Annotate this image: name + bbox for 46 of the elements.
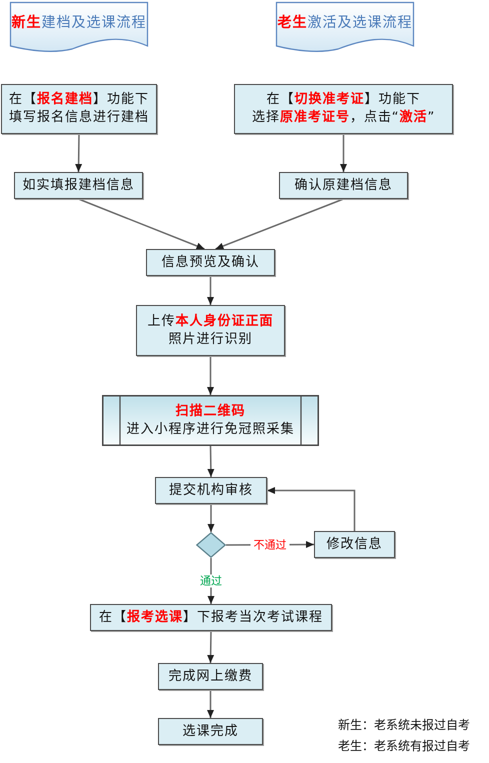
note-text: 老生：老系统有报过自考 bbox=[338, 739, 470, 754]
process-box bbox=[90, 604, 332, 631]
document-shape bbox=[10, 2, 148, 52]
step-text: 信息预览及确认 bbox=[162, 254, 260, 272]
step-text: 完成网上缴费 bbox=[168, 668, 252, 686]
step-text: 上传本人身份证正面照片进行识别 bbox=[146, 312, 274, 348]
document-shape bbox=[276, 2, 414, 52]
heading-text: 老生激活及选课流程 bbox=[278, 14, 412, 32]
arrow bbox=[78, 198, 205, 250]
arrow bbox=[207, 356, 214, 395]
step-text: 修改信息 bbox=[326, 536, 382, 554]
arrow bbox=[267, 487, 356, 531]
step-text: 进入小程序进行免冠照采集 bbox=[126, 420, 294, 438]
process-box bbox=[314, 531, 395, 558]
arrow bbox=[207, 276, 214, 305]
note-text: 新生：老系统未报过自考 bbox=[338, 718, 470, 733]
step-text: 在【报考选课】下报考当次考试课程 bbox=[99, 608, 323, 626]
arrow bbox=[75, 134, 82, 172]
process-box bbox=[146, 249, 275, 276]
edge-label: 不通过 bbox=[250, 538, 290, 552]
step-text: 如实填报建档信息 bbox=[22, 176, 134, 194]
arrow bbox=[340, 134, 347, 172]
process-box bbox=[136, 305, 285, 356]
arrow bbox=[215, 198, 344, 250]
process-box bbox=[279, 172, 408, 199]
edge-label: 通过 bbox=[197, 574, 225, 588]
arrow bbox=[207, 446, 214, 478]
process-box bbox=[155, 477, 267, 504]
arrow bbox=[207, 690, 214, 718]
process-box bbox=[1, 84, 157, 134]
process-box bbox=[158, 718, 263, 745]
heading-text: 新生建档及选课流程 bbox=[12, 14, 146, 32]
step-text: 在【切换准考证】功能下 bbox=[266, 91, 420, 109]
process-box bbox=[14, 172, 143, 199]
arrow bbox=[208, 504, 214, 532]
arrow bbox=[207, 630, 214, 664]
step-text: 在【报名建档】功能下填写报名信息进行建档 bbox=[8, 91, 150, 127]
process-box bbox=[158, 663, 263, 690]
step-text: 确认原建档信息 bbox=[294, 176, 392, 194]
step-text: 提交机构审核 bbox=[169, 482, 253, 500]
process-box bbox=[234, 84, 453, 134]
step-text: 选课完成 bbox=[182, 722, 238, 740]
step-text: 扫描二维码 bbox=[176, 402, 246, 420]
decision-diamond bbox=[196, 532, 226, 558]
predefined-process-box bbox=[102, 395, 319, 446]
step-text: 选择原准考证号，点击“激活” bbox=[252, 109, 436, 127]
